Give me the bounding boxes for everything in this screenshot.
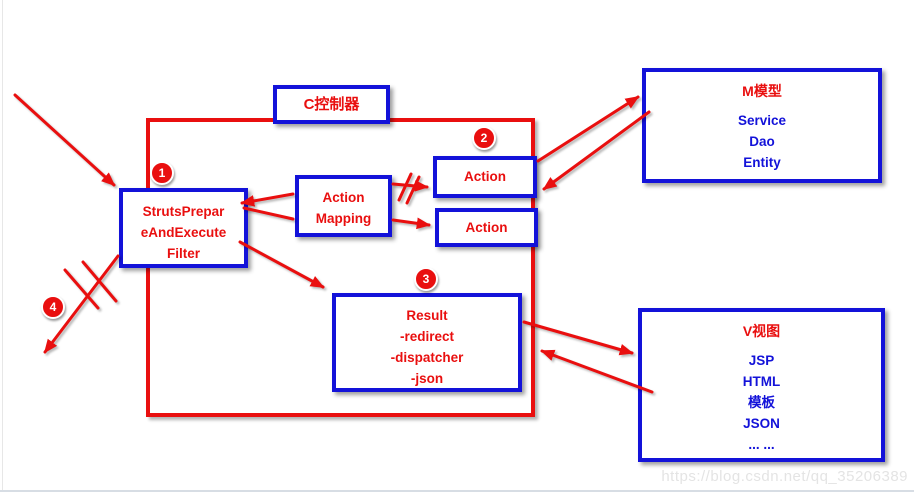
result-line-2: -redirect [399,329,455,344]
filter-line-2: eAndExecute [140,225,227,240]
action-top-label: Action [464,169,506,184]
result-line-4: -json [410,371,444,386]
controller-label: C控制器 [303,96,360,113]
view-item-jsp: JSP [748,353,775,368]
arrow-view-to-result [540,349,654,394]
arrow-action-to-model [536,95,640,163]
view-item-template: 模板 [748,395,775,410]
model-item-entity: Entity [743,155,781,170]
arrow-incoming-request [13,93,116,187]
view-box: V视图 JSP HTML 模板 JSON ... ... [638,308,885,462]
action-box-bottom: Action [435,208,538,247]
model-item-dao: Dao [749,134,775,149]
result-box: Result -redirect -dispatcher -json [332,293,522,392]
action-bottom-label: Action [465,220,508,235]
filter-line-3: Filter [166,246,200,261]
model-item-service: Service [737,113,787,128]
arrow-result-to-view [522,320,634,356]
bottom-border-line [0,490,914,492]
view-item-html: HTML [742,374,781,389]
filter-line-1: StrutsPrepar [142,204,225,219]
view-title: V视图 [742,323,781,339]
view-item-json: JSON [743,416,780,431]
model-box: M模型 Service Dao Entity [642,68,882,183]
action-mapping-line-1: Action [322,190,365,205]
controller-label-box: C控制器 [273,85,390,124]
view-item-more: ... ... [748,437,775,452]
model-title: M模型 [742,83,782,99]
action-mapping-line-2: Mapping [315,211,372,226]
action-mapping-box: Action Mapping [295,175,392,237]
step-badge-4: 4 [41,295,65,319]
action-box-top: Action [433,156,537,198]
result-line-1: Result [406,308,448,323]
step-badge-1: 1 [150,161,174,185]
step-badge-2: 2 [472,126,496,150]
arrow-model-to-action [542,110,651,191]
filter-box: StrutsPrepar eAndExecute Filter [119,188,248,268]
result-line-3: -dispatcher [390,350,464,365]
step-badge-3: 3 [414,267,438,291]
left-border-line [2,0,3,490]
csdn-watermark: https://blog.csdn.net/qq_35206389 [661,468,908,485]
